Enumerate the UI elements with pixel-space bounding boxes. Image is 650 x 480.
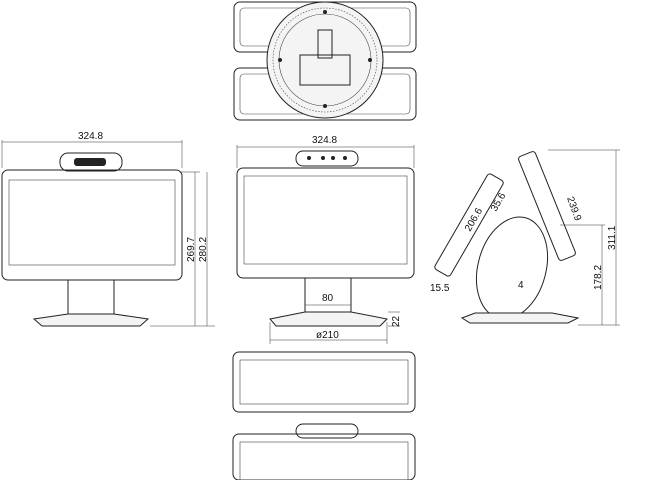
bottom-view-upper (232, 351, 416, 413)
front-view-left: 324.8 269.7 280.2 (1, 131, 215, 327)
stand-base (269, 311, 389, 327)
camera-lens (74, 158, 106, 166)
front-view-center: 324.8 80 ø210 22 (236, 135, 415, 344)
stand-base (460, 312, 580, 324)
turntable-circle (266, 1, 384, 119)
dim-front-width-left: 324.8 (78, 131, 103, 142)
customer-display-bar (295, 423, 359, 439)
dim-bracket: 35.6 (489, 191, 508, 214)
side-view: 206.6 35.6 239.9 15.5 4 178.2 311.1 (430, 149, 620, 326)
dim-front-width-center: 324.8 (312, 135, 337, 146)
vesa-plate (299, 54, 351, 86)
dim-depth-offset: 15.5 (430, 283, 450, 294)
camera-module (59, 152, 123, 172)
monitor-bezel (1, 169, 183, 281)
dim-total-height: 280.2 (198, 237, 209, 262)
dim-screen-height: 269.7 (186, 237, 197, 262)
dim-base-height: 22 (391, 315, 402, 327)
monitor-screen (8, 179, 176, 266)
upright-monitor (518, 151, 576, 261)
dim-pivot-height: 178.2 (593, 265, 604, 290)
stand-base (32, 313, 150, 327)
monitor-screen (243, 175, 408, 265)
dim-neck-width: 80 (322, 293, 334, 304)
bottom-view-lower (232, 433, 416, 480)
customer-display-bar (295, 150, 359, 167)
tilted-monitor (434, 173, 504, 277)
stand-neck (67, 279, 115, 317)
dim-upright-length: 239.9 (564, 195, 583, 223)
top-view (233, 1, 417, 121)
dim-overall-height: 311.1 (607, 225, 618, 250)
monitor-bezel (236, 167, 415, 279)
stand-arm (476, 216, 548, 320)
bottom-view (232, 351, 416, 480)
dim-base-diameter: ø210 (316, 330, 339, 341)
dim-stand-thickness: 4 (518, 280, 524, 291)
